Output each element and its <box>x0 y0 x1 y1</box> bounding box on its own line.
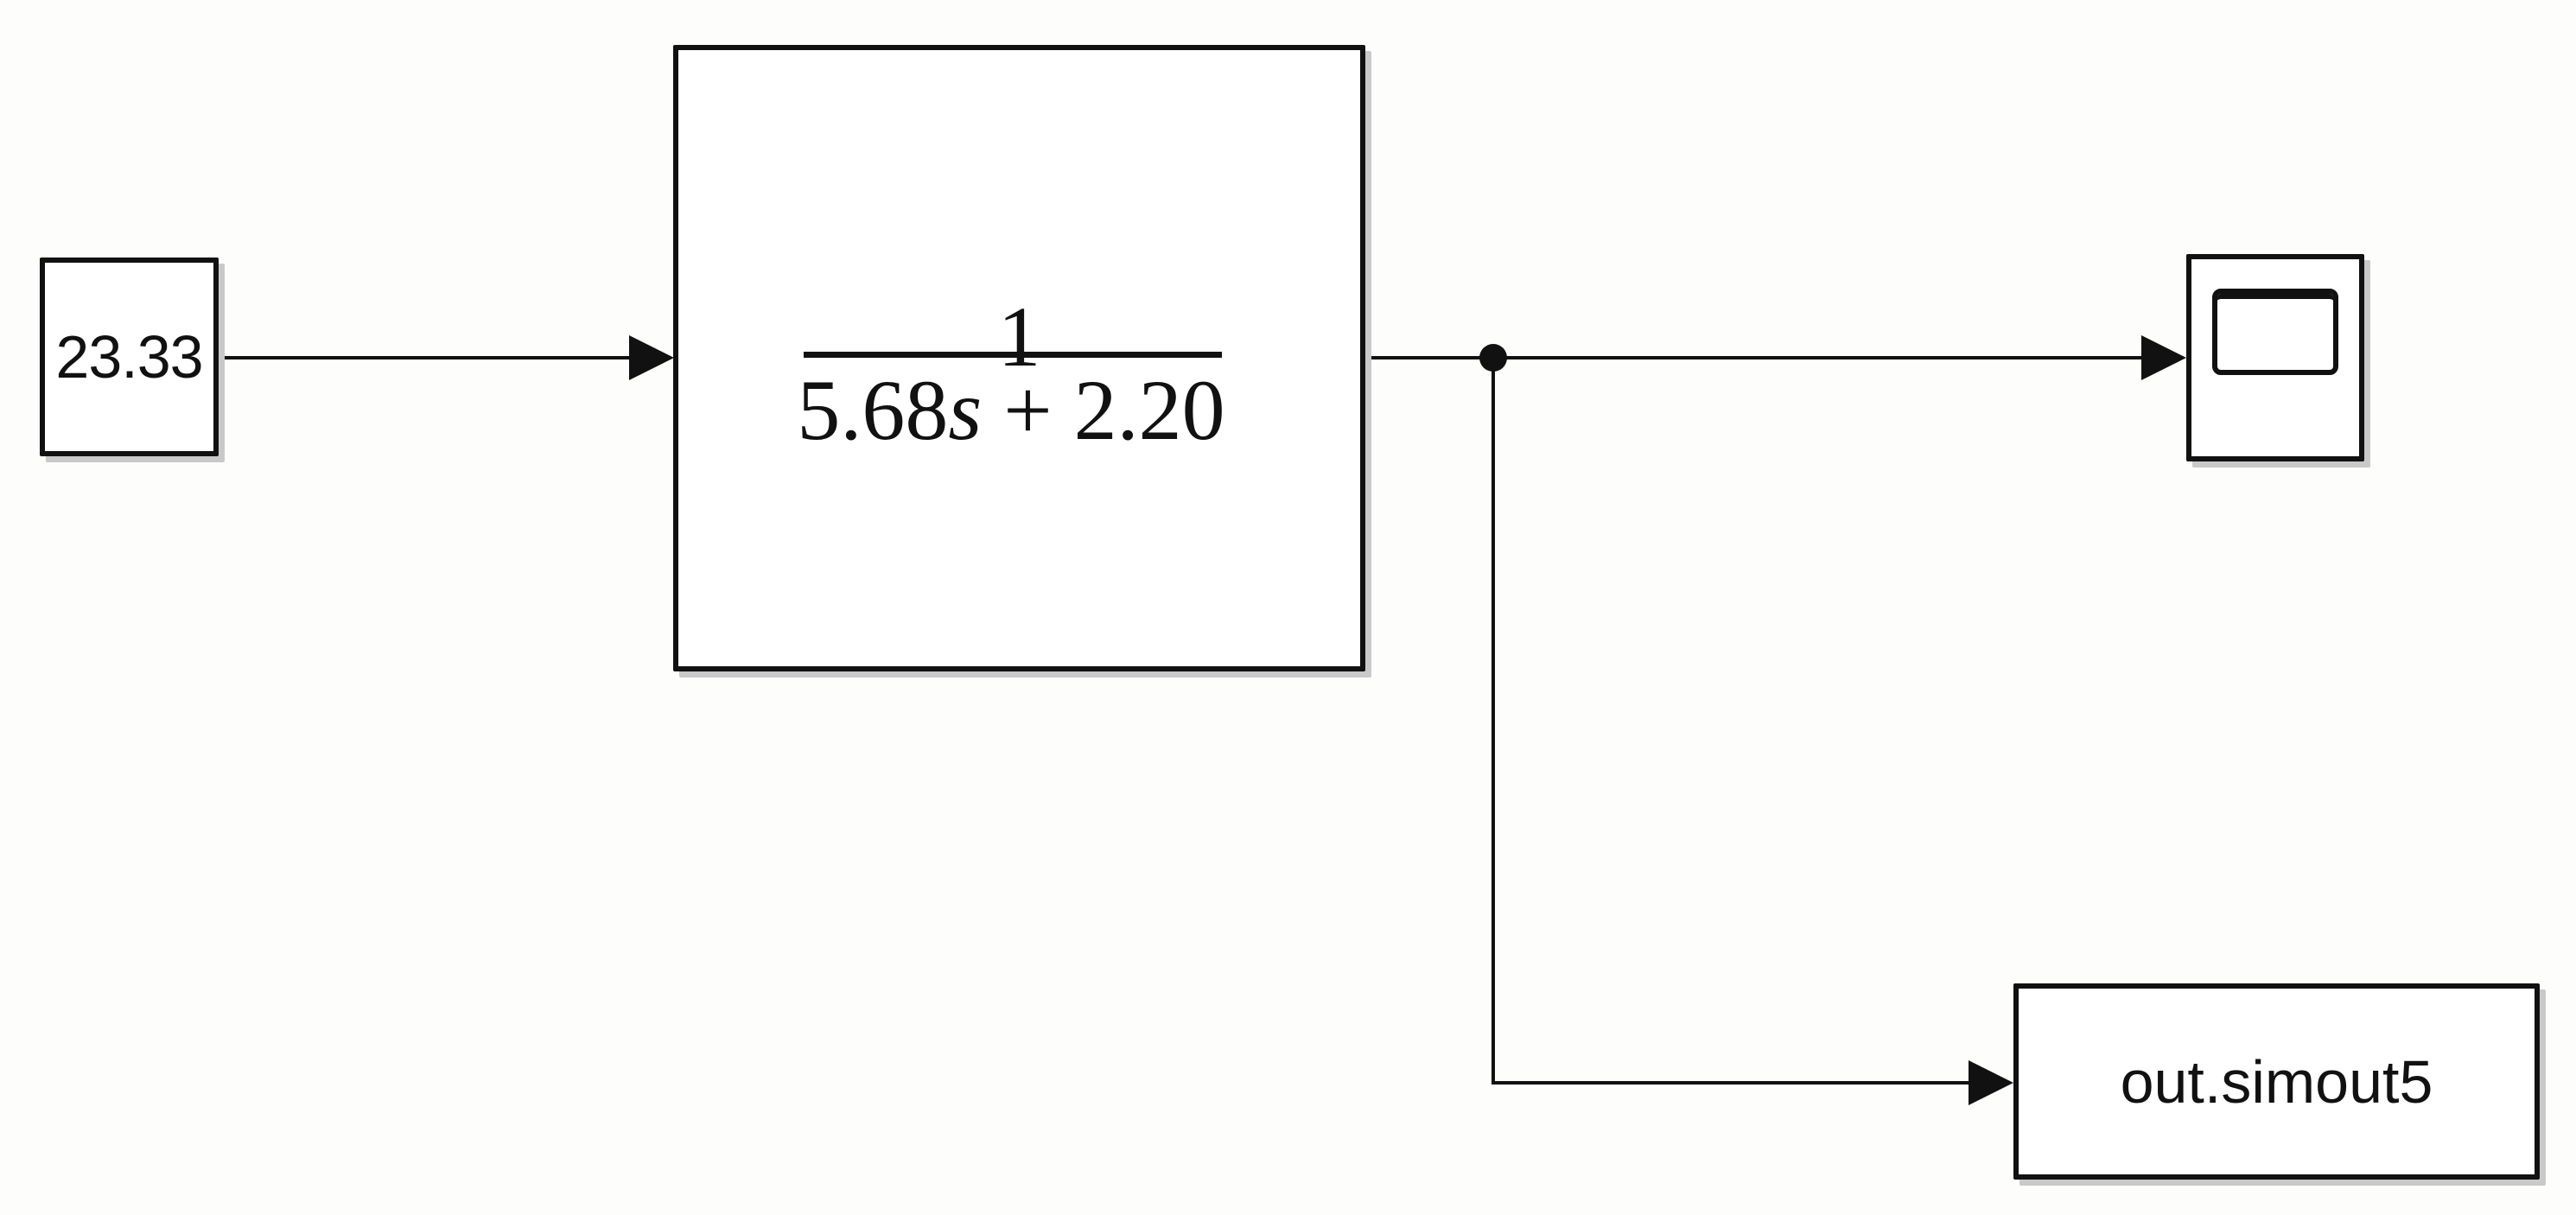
arrowhead-scope-input <box>2141 335 2186 380</box>
constant-block[interactable]: 23.33 <box>40 258 219 456</box>
signal-line-branch-to-workspace[interactable] <box>1492 358 1970 1085</box>
tf-denominator-rest: + 2.20 <box>1003 362 1225 458</box>
to-workspace-block[interactable]: out.simout5 <box>2013 983 2540 1180</box>
scope-screen-icon <box>2212 289 2338 375</box>
scope-block[interactable] <box>2186 254 2364 461</box>
arrowhead-tf-input <box>629 335 674 380</box>
tf-denominator-coeff: 5.68 <box>797 362 949 458</box>
workspace-variable-name: out.simout5 <box>2120 1047 2433 1116</box>
tf-fraction-bar <box>804 352 1222 358</box>
constant-value: 23.33 <box>55 323 203 391</box>
arrowhead-workspace-input <box>1969 1060 2013 1105</box>
tf-denominator-var: s <box>948 362 983 458</box>
tf-denominator: 5.68s + 2.20 <box>778 363 1244 458</box>
transfer-fcn-block[interactable]: 1 <box>673 45 1365 671</box>
tf-numerator: 1 <box>997 289 1041 385</box>
